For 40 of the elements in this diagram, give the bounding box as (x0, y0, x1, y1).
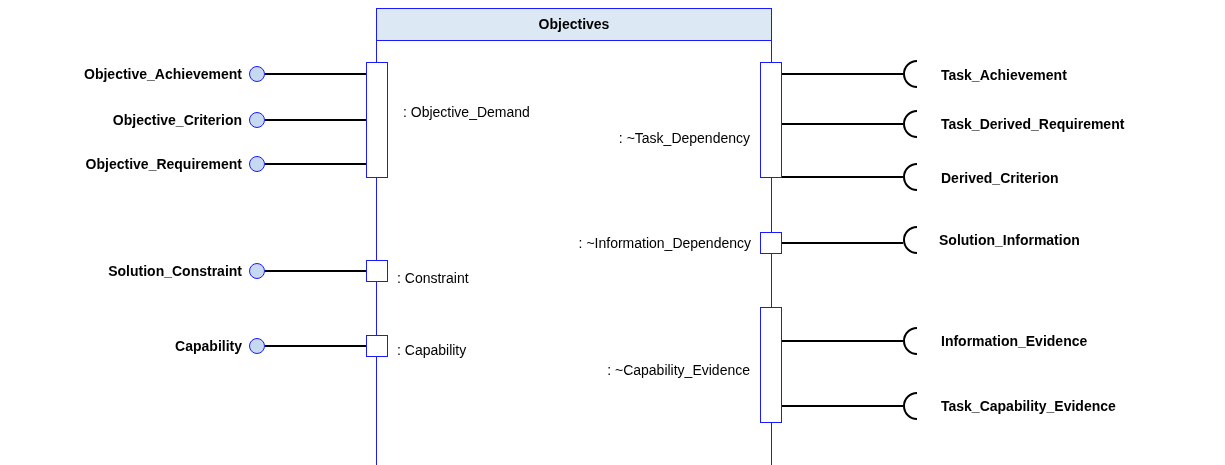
interface-label: Objective_Achievement (84, 66, 242, 82)
socket-arc (903, 327, 917, 355)
interface-label: Objective_Requirement (85, 156, 242, 172)
interface-label: Solution_Information (939, 232, 1080, 248)
port-box (760, 62, 782, 178)
connector-line (781, 405, 904, 407)
connector-line (264, 73, 367, 75)
connector-line (781, 123, 904, 125)
connector-line (781, 73, 904, 75)
interface-label: Objective_Criterion (112, 112, 242, 128)
connector-line (264, 119, 367, 121)
connector-line (264, 270, 367, 272)
port-box (366, 335, 388, 357)
connector-line (781, 176, 904, 178)
interface-label: Task_Derived_Requirement (941, 116, 1125, 132)
port-label: : ~Information_Dependency (578, 235, 751, 251)
socket-arc (903, 110, 917, 138)
connector-line (781, 340, 904, 342)
interface-label: Task_Achievement (941, 67, 1067, 83)
socket-arc (903, 226, 917, 254)
port-box (366, 62, 388, 178)
socket-arc (903, 163, 917, 191)
port-box (760, 232, 782, 254)
interface-label: Task_Capability_Evidence (941, 398, 1116, 414)
port-label: : Constraint (397, 270, 469, 286)
socket-arc (903, 60, 917, 88)
port-box (760, 307, 782, 423)
socket-arc (903, 392, 917, 420)
interface-label: Information_Evidence (941, 333, 1088, 349)
component-title: Objectives (538, 15, 610, 34)
port-box (366, 260, 388, 282)
connector-line (264, 345, 367, 347)
port-label: : Capability (397, 342, 467, 358)
component-header (376, 8, 772, 41)
interface-label: Capability (175, 338, 242, 354)
interface-label: Solution_Constraint (108, 263, 242, 279)
connector-line (781, 242, 904, 244)
connector-line (264, 163, 367, 165)
interface-label: Derived_Criterion (941, 170, 1059, 186)
port-label: : Objective_Demand (403, 104, 530, 120)
